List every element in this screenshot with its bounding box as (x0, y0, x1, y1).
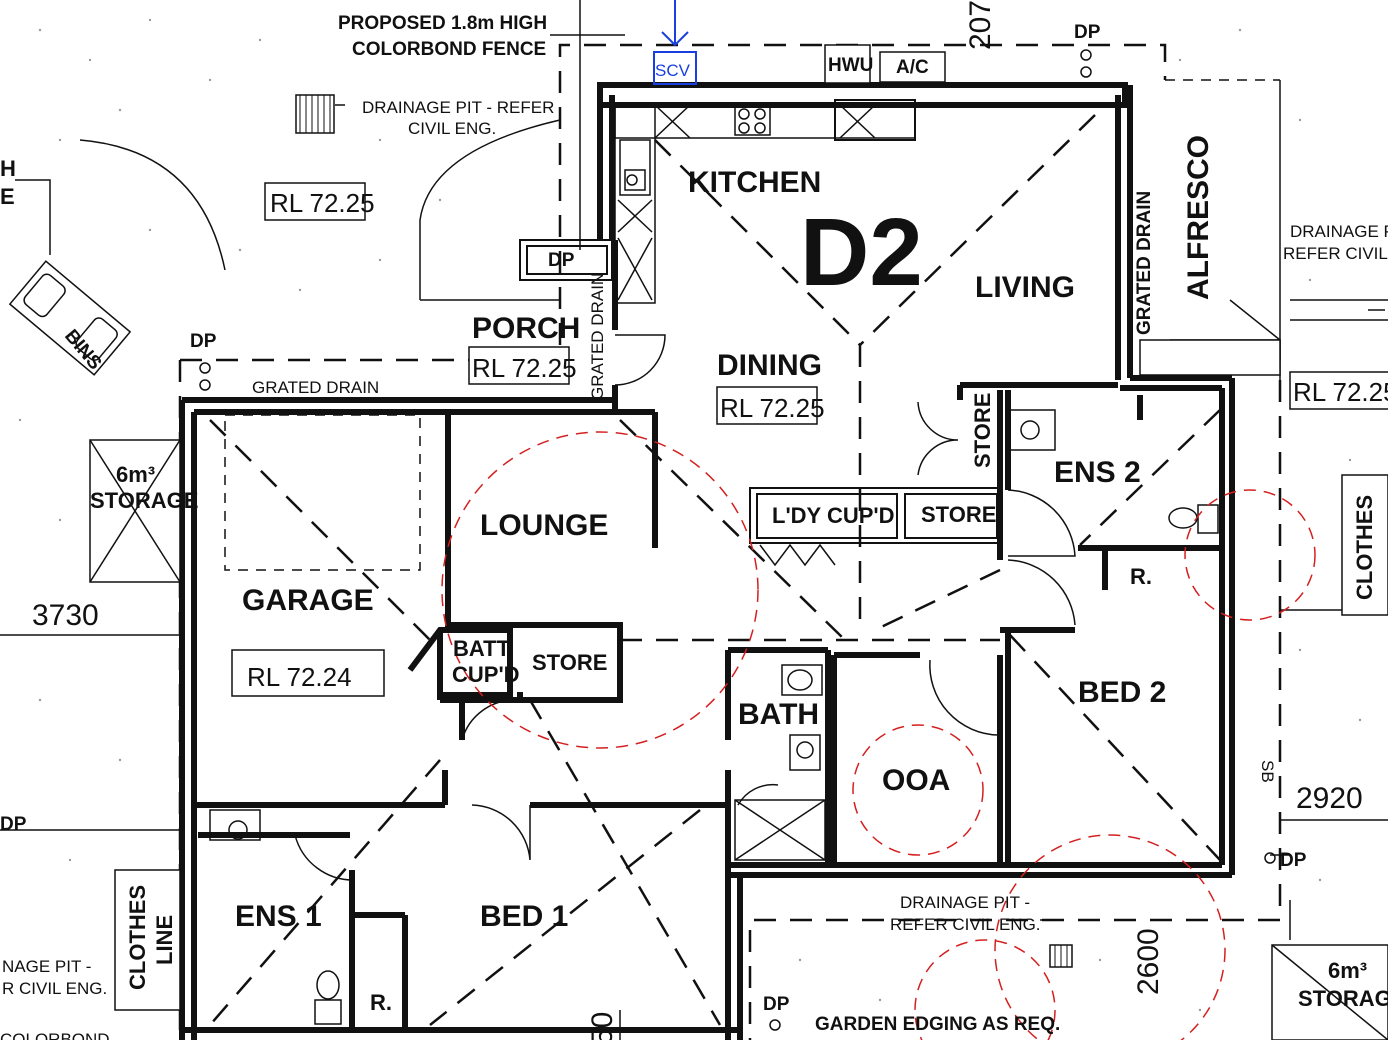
sb-label: SB (1258, 760, 1277, 783)
room-store-mid: STORE (921, 502, 996, 527)
drainage-pit-east-line1: DRAINAGE PIT (1290, 222, 1388, 241)
level-box-east (1289, 371, 1388, 410)
drainage-pit-south-line2: REFER CIVIL ENG. (890, 915, 1041, 934)
dimension-east: 2920 (1296, 782, 1363, 815)
downpipe-label-porch: DP (548, 250, 575, 271)
room-bath: BATH (738, 698, 819, 731)
downpipe-label-east: DP (1280, 850, 1307, 871)
level-box-porch (468, 346, 570, 385)
unit-code: D2 (800, 199, 923, 306)
room-robe-bed1: R. (370, 990, 392, 1015)
room-ens2: ENS 2 (1054, 456, 1141, 489)
drainage-pit-note-line2: CIVIL ENG. (408, 119, 496, 138)
room-porch: PORCH (472, 312, 580, 345)
dimension-south: 2600 (1132, 928, 1165, 995)
ac-label: A/C (896, 57, 929, 78)
turning-circles (441, 431, 1316, 1040)
drainage-pit-west-line2: R CIVIL ENG. (2, 979, 107, 998)
room-kitchen: KITCHEN (688, 166, 821, 199)
grated-drain-alfresco: GRATED DRAIN (1134, 191, 1155, 335)
downpipe-label-west: DP (190, 331, 217, 352)
room-dining: DINING (717, 349, 822, 382)
room-laundry-cupboard: L'DY CUP'D (772, 503, 895, 528)
clothes-line-west-1: CLOTHES (125, 885, 150, 990)
drainage-pit-south-line1: DRAINAGE PIT - (900, 893, 1030, 912)
storage-sheds (8, 94, 1388, 1040)
scv-label: SCV (655, 61, 691, 80)
level-site-north: RL 72.25 (270, 188, 375, 218)
level-box-garage (231, 649, 385, 697)
path-curves (79, 119, 1281, 379)
downpipe-label-north: DP (1074, 22, 1101, 43)
interior-walls (194, 99, 1222, 1030)
level-porch: RL 72.25 (472, 353, 577, 383)
room-battery-cupboard-line2: CUP'D (452, 662, 520, 687)
room-ens1: ENS 1 (235, 900, 322, 933)
downpipe-label-southwest: DP (0, 814, 27, 835)
bins-group (8, 260, 132, 376)
fence-note-line1: PROPOSED 1.8m HIGH (338, 13, 547, 34)
room-alfresco: ALFRESCO (1182, 135, 1215, 300)
level-garage: RL 72.24 (247, 662, 352, 692)
site-texture (18, 18, 1362, 1012)
drainage-pit-hatch (299, 95, 331, 133)
room-garage: GARAGE (242, 584, 374, 617)
level-box-site-north (264, 182, 366, 221)
storage-west-size: 6m³ (116, 462, 155, 487)
room-living: LIVING (975, 271, 1075, 304)
grated-drain-north: GRATED DRAIN (252, 378, 379, 397)
storage-east-label: STORAGE (1298, 986, 1388, 1011)
level-box-dining (716, 386, 818, 425)
grated-drain-porch: GRATED DRAIN (588, 273, 607, 400)
downpipe-label-south: DP (763, 994, 790, 1015)
level-dining: RL 72.25 (720, 393, 825, 423)
dimension-west: 3730 (32, 599, 99, 632)
clothes-line-east-1: CLOTHES (1352, 495, 1377, 600)
kitchen-fixtures (614, 0, 946, 304)
room-battery-cupboard-line1: BATT. (453, 636, 514, 661)
level-east: RL 72.25 (1293, 377, 1388, 407)
room-ooa: OOA (882, 764, 950, 797)
leader-lines (15, 34, 1385, 921)
room-robe-ens2: R. (1130, 564, 1152, 589)
downpipe-symbols (199, 49, 1276, 1031)
drainage-pit-east-line2: REFER CIVIL E (1283, 244, 1388, 263)
bathroom-fixtures (209, 409, 1219, 1025)
colorbond-fragment: COLORBOND (0, 1030, 110, 1040)
hwu-label: HWU (828, 55, 873, 76)
exterior-walls (179, 82, 1235, 1040)
left-edge-fragment-2: E (0, 184, 15, 209)
left-edge-fragment-1: H (0, 156, 16, 181)
dimension-bottom: 50 (586, 1012, 619, 1040)
dimension-top: 207 (964, 0, 997, 50)
room-store-garage: STORE (532, 650, 607, 675)
room-diagonals (209, 114, 1221, 1026)
fence-note-line2: COLORBOND FENCE (352, 39, 546, 60)
room-bed2: BED 2 (1078, 676, 1166, 709)
storage-east-size: 6m³ (1328, 958, 1367, 983)
door-swings (294, 334, 1076, 881)
drainage-pit-west-line1: NAGE PIT - (2, 957, 91, 976)
room-lounge: LOUNGE (480, 509, 608, 542)
storage-west-label: STORAGE (90, 488, 198, 513)
room-store-top: STORE (970, 393, 995, 468)
garden-edging-note: GARDEN EDGING AS REQ. (815, 1014, 1060, 1035)
room-bed1: BED 1 (480, 900, 568, 933)
drainage-pit-note-line1: DRAINAGE PIT - REFER (362, 98, 554, 117)
clothes-line-west-2: LINE (152, 915, 177, 965)
